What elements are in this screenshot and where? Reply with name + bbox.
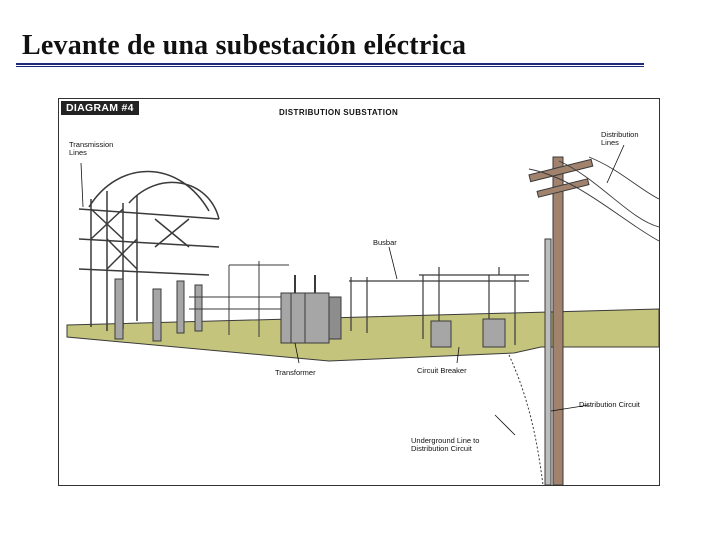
label-busbar: Busbar <box>373 238 397 247</box>
distribution-lines <box>528 156 659 242</box>
tower-legs <box>114 278 203 342</box>
substation-diagram: DIAGRAM #4 DISTRIBUTION SUBSTATION Trans… <box>58 98 660 486</box>
title-underline-thin <box>16 66 644 67</box>
label-transformer: Transformer <box>275 368 316 377</box>
label-transmission-lines: Transmission Lines <box>69 140 114 157</box>
label-distribution-lines: Distribution Lines <box>601 130 639 147</box>
label-leaders <box>80 144 625 436</box>
underground-line <box>508 354 544 485</box>
diagram-badge: DIAGRAM #4 <box>61 101 139 115</box>
slide-title: Levante de una subestación eléctrica <box>22 30 467 61</box>
label-circuit-breaker: Circuit Breaker <box>417 366 467 375</box>
switch-rack <box>189 261 291 337</box>
busbar-structure <box>349 267 529 345</box>
diagram-title: DISTRIBUTION SUBSTATION <box>279 108 399 117</box>
label-distribution-circuit: Distribution Circuit <box>579 400 640 409</box>
ground-plane <box>66 308 659 362</box>
label-underground-line: Underground Line to Distribution Circuit <box>411 436 480 453</box>
distribution-pole <box>528 156 594 485</box>
transformer-unit <box>280 275 342 344</box>
circuit-breakers <box>430 318 506 348</box>
title-underline <box>16 63 644 65</box>
diagram-drawing <box>66 144 659 485</box>
